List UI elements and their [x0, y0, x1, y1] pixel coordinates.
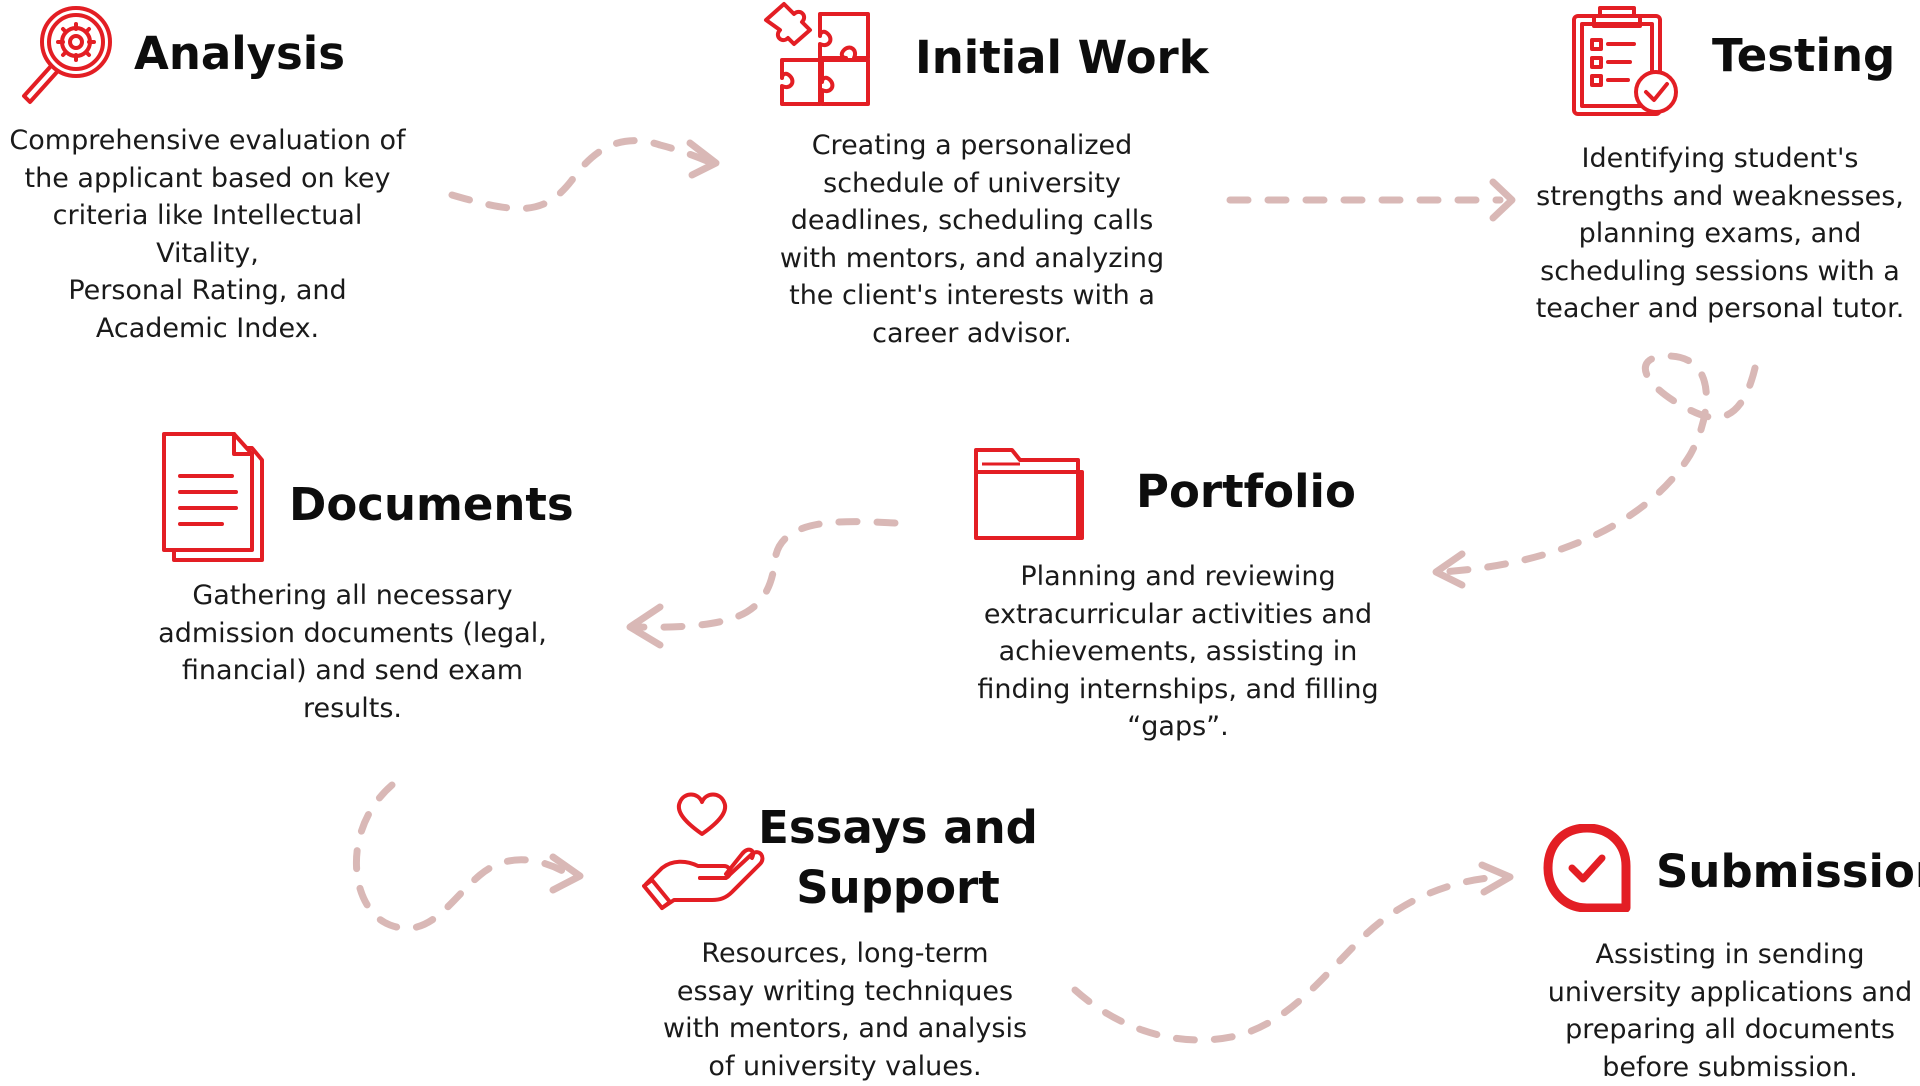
step-title-essays-and-support: Essays and Support	[758, 798, 1038, 918]
desc-line: admission documents (legal,	[150, 615, 555, 653]
arrow-portfolio-to-documents	[635, 522, 895, 628]
arrow-essays-to-submission	[1075, 877, 1500, 1040]
desc-line: results.	[150, 690, 555, 728]
desc-line: planning exams, and	[1530, 215, 1910, 253]
arrow-documents-to-essays	[356, 785, 570, 928]
desc-line: career advisor.	[772, 315, 1172, 353]
desc-line: financial) and send exam	[150, 652, 555, 690]
desc-line: Creating a personalized	[772, 127, 1172, 165]
desc-line: criteria like Intellectual Vitality,	[0, 197, 415, 272]
clipboard-check-icon	[1570, 4, 1682, 116]
desc-line: with mentors, and analyzing	[772, 240, 1172, 278]
step-desc-testing: Identifying student's strengths and weak…	[1530, 140, 1910, 328]
desc-line: Gathering all necessary	[150, 577, 555, 615]
step-desc-analysis: Comprehensive evaluation of the applican…	[0, 122, 415, 347]
step-title-testing: Testing	[1712, 26, 1895, 86]
desc-line: Assisting in sending	[1540, 936, 1920, 974]
desc-line: Comprehensive evaluation of	[0, 122, 415, 160]
desc-line: strengths and weaknesses,	[1530, 178, 1910, 216]
step-title-initial-work: Initial Work	[915, 28, 1209, 88]
desc-line: achievements, assisting in	[968, 633, 1388, 671]
desc-line: schedule of university	[772, 165, 1172, 203]
arrow-analysis-to-initial-work	[452, 141, 712, 209]
folder-icon	[972, 446, 1086, 542]
desc-line: extracurricular activities and	[968, 596, 1388, 634]
desc-line: deadlines, scheduling calls	[772, 202, 1172, 240]
desc-line: scheduling sessions with a	[1530, 253, 1910, 291]
desc-line: of university values.	[655, 1048, 1035, 1086]
desc-line: Resources, long-term	[655, 935, 1035, 973]
document-icon	[160, 430, 266, 564]
check-badge-icon	[1542, 824, 1632, 912]
magnifier-gear-icon	[18, 4, 118, 108]
desc-line: the client's interests with a	[772, 277, 1172, 315]
step-desc-documents: Gathering all necessary admission docume…	[150, 577, 555, 727]
step-desc-submission: Assisting in sending university applicat…	[1540, 936, 1920, 1086]
desc-line: teacher and personal tutor.	[1530, 290, 1910, 328]
desc-line: essay writing techniques	[655, 973, 1035, 1011]
desc-line: “gaps”.	[968, 708, 1388, 746]
desc-line: preparing all documents	[1540, 1011, 1920, 1049]
step-title-essays-line-1: Essays and	[758, 798, 1038, 858]
arrow-testing-to-portfolio	[1440, 356, 1755, 572]
heart-hand-icon	[642, 788, 766, 914]
step-title-essays-line-2: Support	[758, 858, 1038, 918]
step-title-analysis: Analysis	[134, 24, 345, 84]
arrowhead-5	[553, 857, 580, 890]
step-desc-essays-and-support: Resources, long-term essay writing techn…	[655, 935, 1035, 1085]
desc-line: Academic Index.	[0, 310, 415, 348]
desc-line: finding internships, and filling	[968, 671, 1388, 709]
desc-line: before submission.	[1540, 1049, 1920, 1086]
desc-line: university applications and	[1540, 974, 1920, 1012]
step-title-submission: Submission	[1656, 842, 1920, 902]
desc-line: Planning and reviewing	[968, 558, 1388, 596]
step-desc-initial-work: Creating a personalized schedule of univ…	[772, 127, 1172, 352]
step-title-portfolio: Portfolio	[1136, 462, 1356, 522]
desc-line: with mentors, and analysis	[655, 1010, 1035, 1048]
step-title-documents: Documents	[289, 475, 574, 535]
desc-line: Personal Rating, and	[0, 272, 415, 310]
desc-line: Identifying student's	[1530, 140, 1910, 178]
puzzle-icon	[762, 0, 872, 108]
step-desc-portfolio: Planning and reviewing extracurricular a…	[968, 558, 1388, 746]
desc-line: the applicant based on key	[0, 160, 415, 198]
